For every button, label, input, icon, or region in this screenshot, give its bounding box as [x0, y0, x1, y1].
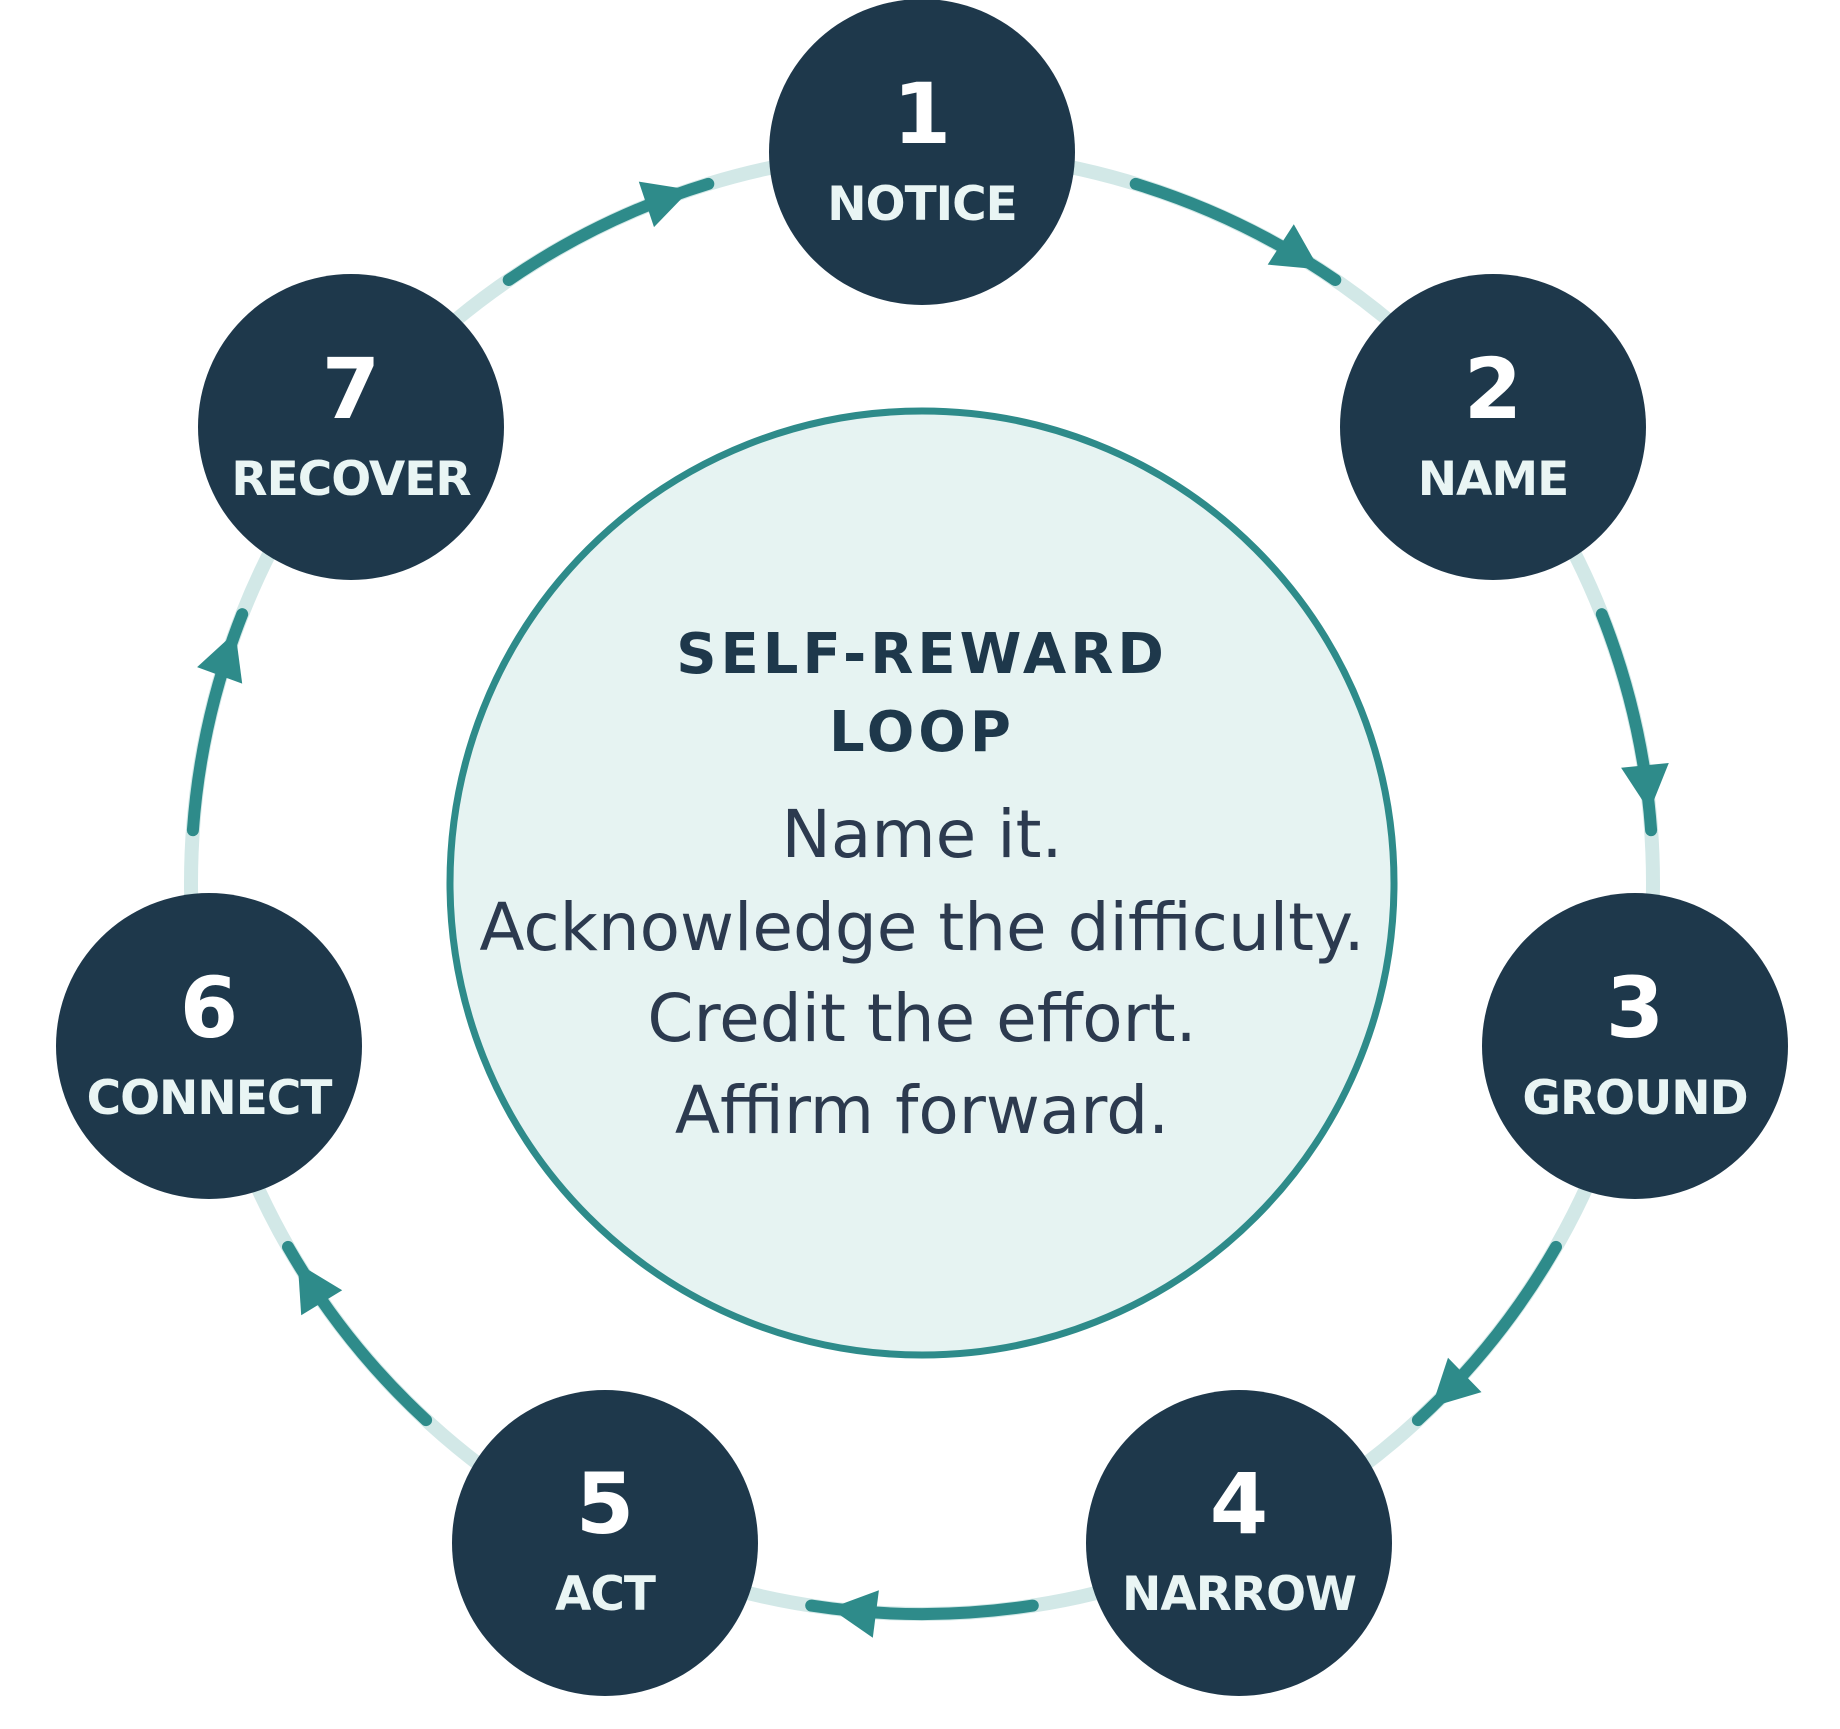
arrowhead-icon — [297, 1263, 343, 1316]
center-title-line1: SELF-REWARD — [676, 622, 1168, 687]
step-2-label: NAME — [1418, 452, 1569, 507]
arrowhead-icon — [1621, 763, 1669, 812]
center-line-1: Name it. — [782, 796, 1063, 873]
step-node-6: 6 CONNECT — [56, 893, 362, 1199]
step-2-number: 2 — [1464, 340, 1522, 438]
arrowhead-icon — [830, 1590, 879, 1638]
center-title-line2: LOOP — [829, 700, 1015, 765]
center-line-4: Affirm forward. — [675, 1072, 1169, 1149]
step-1-label: NOTICE — [827, 177, 1016, 232]
step-node-5: 5 ACT — [452, 1390, 758, 1696]
step-5-label: ACT — [555, 1567, 656, 1622]
step-3-number: 3 — [1606, 959, 1664, 1057]
step-node-7: 7 RECOVER — [198, 274, 504, 580]
step-4-number: 4 — [1210, 1455, 1268, 1553]
arrowhead-icon — [197, 632, 243, 684]
loop-arrows — [186, 177, 1669, 1638]
step-node-1: 1 NOTICE — [769, 0, 1075, 305]
step-6-label: CONNECT — [87, 1071, 333, 1126]
step-5-number: 5 — [576, 1455, 634, 1553]
arrowhead-icon — [1267, 224, 1320, 270]
arrowhead-icon — [638, 181, 691, 228]
step-1-number: 1 — [893, 65, 951, 163]
center-line-3: Credit the effort. — [647, 980, 1196, 1057]
step-7-label: RECOVER — [231, 452, 471, 507]
step-7-number: 7 — [322, 340, 380, 438]
step-node-4: 4 NARROW — [1086, 1390, 1392, 1696]
arrowhead-icon — [1431, 1357, 1482, 1407]
center-line-2: Acknowledge the difficulty. — [479, 889, 1364, 966]
step-node-2: 2 NAME — [1340, 274, 1646, 580]
step-4-label: NARROW — [1122, 1567, 1356, 1622]
center-panel: SELF-REWARD LOOP Name it. Acknowledge th… — [446, 407, 1398, 1359]
step-node-3: 3 GROUND — [1482, 893, 1788, 1199]
center-circle — [446, 407, 1398, 1359]
step-6-number: 6 — [180, 959, 238, 1057]
step-3-label: GROUND — [1522, 1071, 1747, 1126]
